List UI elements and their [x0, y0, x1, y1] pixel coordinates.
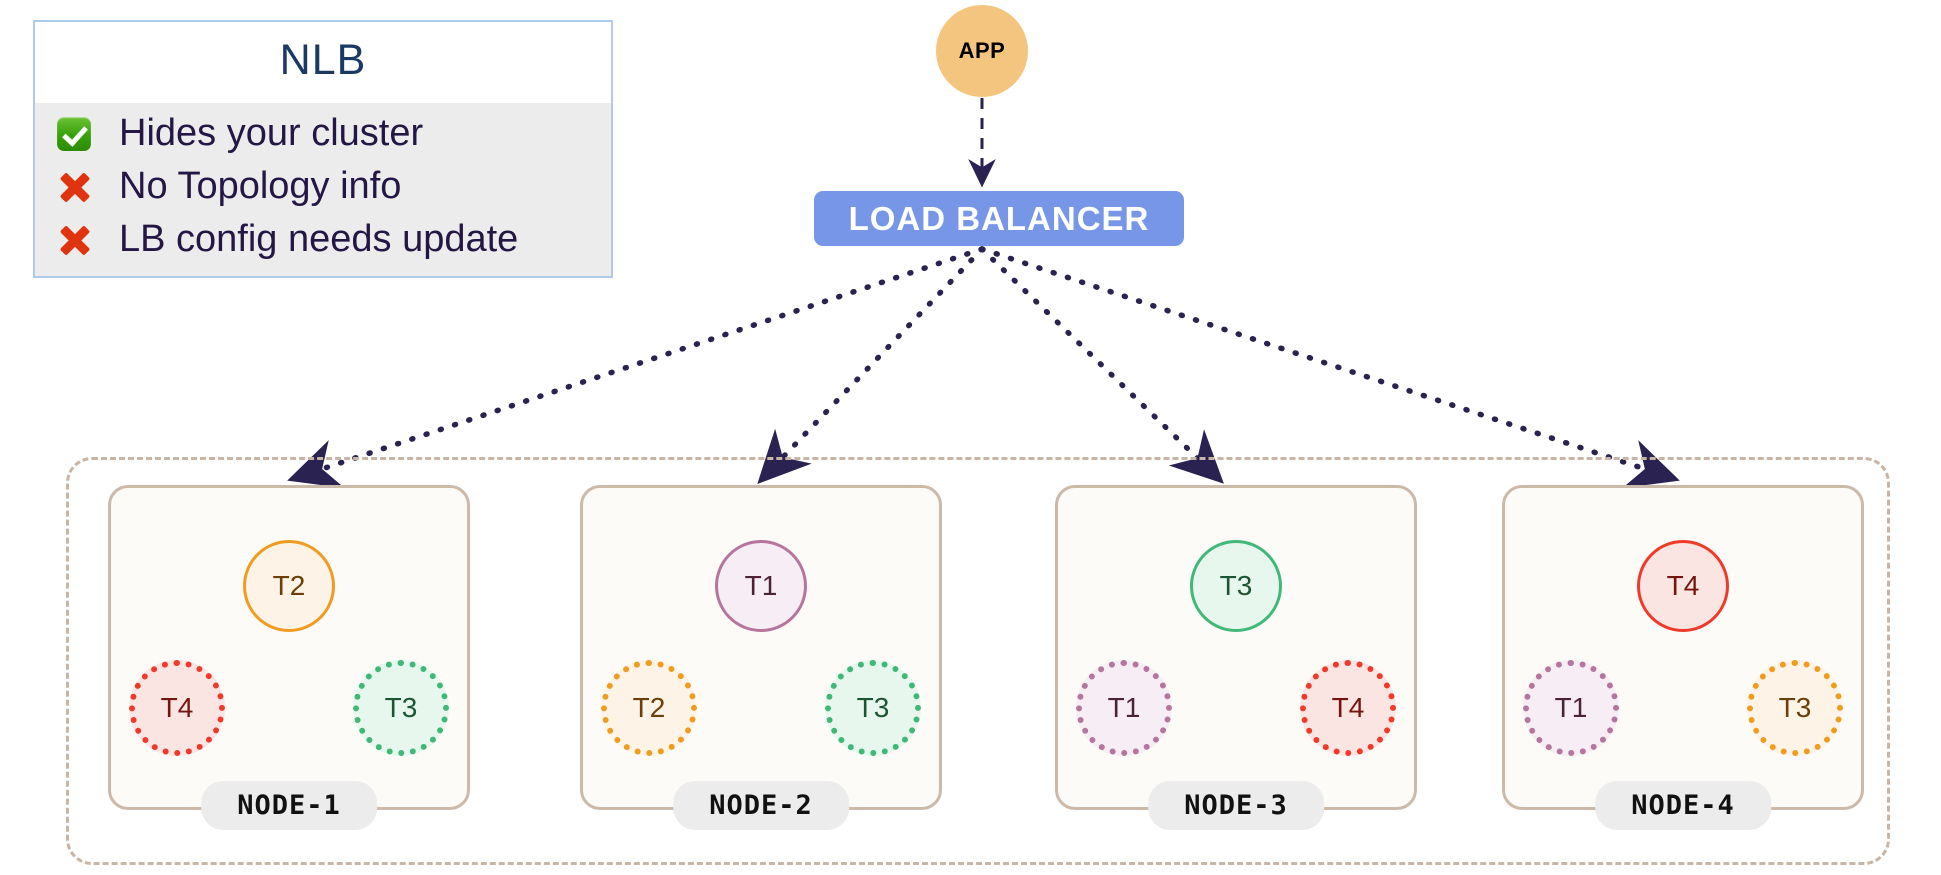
shard-replica: T1 — [1076, 660, 1172, 756]
app-node: APP — [936, 5, 1028, 97]
load-balancer-label: LOAD BALANCER — [848, 199, 1150, 237]
shard-replica: T3 — [1747, 660, 1843, 756]
shard-replica: T4 — [1300, 660, 1396, 756]
shard-label: T2 — [272, 570, 306, 601]
cross-icon — [51, 168, 97, 206]
legend-item-label: No Topology info — [119, 165, 402, 207]
nlb-legend-box: NLB Hides your cluster No Topology info … — [33, 20, 613, 278]
shard-label: T4 — [1331, 692, 1365, 723]
edge-lb-to-node-3 — [979, 246, 1224, 484]
shard-primary: T3 — [1190, 540, 1282, 632]
cross-icon — [51, 221, 97, 259]
shard-replica: T3 — [353, 660, 449, 756]
shard-label: T4 — [1666, 570, 1700, 601]
shard-replica: T3 — [825, 660, 921, 756]
shard-label: T3 — [1778, 692, 1812, 723]
legend-item-label: Hides your cluster — [119, 112, 424, 154]
legend-item: LB config needs update — [35, 213, 611, 266]
legend-title: NLB — [35, 22, 611, 103]
shard-label: T1 — [1107, 692, 1141, 723]
legend-item-list: Hides your cluster No Topology info LB c… — [35, 103, 611, 276]
cluster-boundary — [66, 457, 1890, 865]
shard-primary: T2 — [243, 540, 335, 632]
shard-label: T3 — [856, 692, 890, 723]
node-label: NODE-4 — [1595, 781, 1771, 830]
node-box: T1 T2 T3 NODE-2 — [580, 485, 942, 830]
legend-item: Hides your cluster — [35, 107, 611, 160]
shard-replica: T2 — [601, 660, 697, 756]
node-label: NODE-1 — [201, 781, 377, 830]
shard-primary: T4 — [1637, 540, 1729, 632]
node-label: NODE-2 — [673, 781, 849, 830]
shard-label: T4 — [160, 692, 194, 723]
edge-lb-to-node-4 — [979, 246, 1680, 489]
shard-label: T2 — [632, 692, 666, 723]
app-node-label: APP — [958, 38, 1006, 63]
check-icon — [51, 116, 97, 151]
shard-replica: T1 — [1523, 660, 1619, 756]
shard-label: T1 — [1554, 692, 1588, 723]
legend-item: No Topology info — [35, 160, 611, 213]
shard-replica: T4 — [129, 660, 225, 756]
edge-lb-to-node-1 — [287, 246, 985, 489]
edge-lb-to-node-2 — [757, 246, 985, 484]
shard-label: T3 — [1219, 570, 1253, 601]
load-balancer-node: LOAD BALANCER — [814, 191, 1184, 246]
shard-label: T3 — [384, 692, 418, 723]
node-box: T3 T1 T4 NODE-3 — [1055, 485, 1417, 830]
legend-item-label: LB config needs update — [119, 218, 519, 260]
node-label: NODE-3 — [1148, 781, 1324, 830]
node-box: T4 T1 T3 NODE-4 — [1502, 485, 1864, 830]
node-box: T2 T4 T3 NODE-1 — [108, 485, 470, 830]
shard-label: T1 — [744, 570, 778, 601]
shard-primary: T1 — [715, 540, 807, 632]
